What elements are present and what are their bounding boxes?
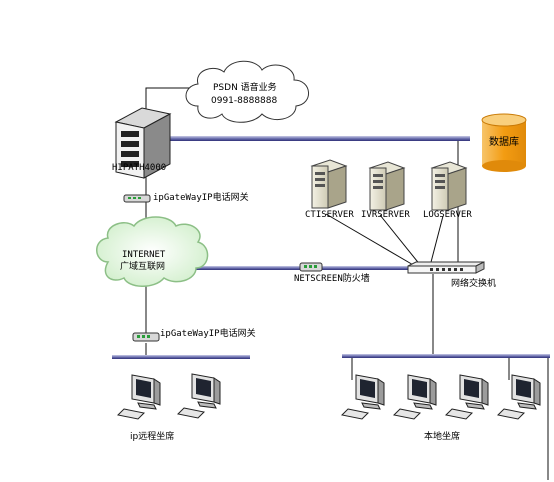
ivr-server-tower: [368, 161, 406, 211]
log-to-switch-link: [429, 215, 444, 267]
local-agents-label: 本地坐席: [424, 432, 461, 442]
database-cylinder: [481, 113, 527, 172]
gateway-top-device: [123, 194, 151, 203]
local-workstation: [341, 374, 385, 420]
gateway-bottom-device: [132, 332, 160, 342]
local-agents-bus-bar: [342, 354, 550, 358]
ivr-server-label: IVRSERVER: [361, 210, 410, 220]
ivr-to-switch-link: [379, 214, 422, 267]
firewall-label: NETSCREEN防火墙: [294, 274, 370, 284]
remote-workstation: [117, 374, 161, 420]
cti-server-tower: [310, 159, 348, 209]
switch-label: 网络交换机: [451, 279, 497, 289]
remote-workstation: [177, 373, 221, 419]
local-agent-workstations: [341, 374, 541, 420]
local-workstation: [497, 374, 541, 420]
gateway-bottom-label: ipGateWayIP电话网关: [160, 329, 256, 339]
internet-cloud-line1: INTERNET: [122, 250, 166, 260]
log-server-label: LOGSERVER: [423, 210, 472, 220]
log-server-tower: [430, 161, 468, 211]
cti-to-switch-link: [325, 213, 416, 267]
internet-cloud: [96, 216, 209, 287]
psdn-cloud-line1: PSDN 语音业务: [213, 83, 277, 93]
psdn-cloud: [185, 60, 309, 123]
pbx-to-psdn-link: [145, 87, 200, 115]
remote-agents-bus-bar: [112, 355, 250, 359]
firewall-device: [299, 262, 323, 272]
remote-agent-workstations: [117, 373, 221, 420]
local-workstation: [393, 374, 437, 420]
internet-cloud-line2: 广域互联网: [120, 262, 166, 272]
remote-agents-label: ip远程坐席: [130, 432, 175, 442]
psdn-cloud-line2: 0991-8888888: [211, 96, 278, 106]
gateway-top-label: ipGateWayIP电话网关: [153, 193, 249, 203]
local-workstation: [445, 374, 489, 420]
server-bus-bar: [166, 136, 470, 141]
pbx-label: HIPATH4000: [112, 163, 167, 173]
database-label: 数据库: [489, 137, 519, 148]
cti-server-label: CTISERVER: [305, 210, 354, 220]
network-switch: [407, 261, 485, 274]
pbx-cabinet: [114, 107, 172, 179]
